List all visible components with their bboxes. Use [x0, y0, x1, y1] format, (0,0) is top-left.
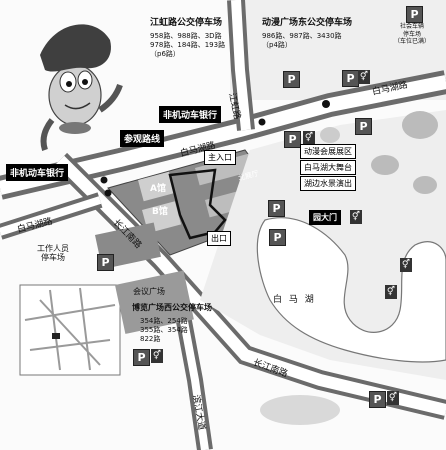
mascot-image — [40, 24, 123, 151]
parking-icon: P — [268, 200, 285, 217]
hall-b-label: B馆 — [152, 207, 168, 217]
toilet-icon: ⚥ — [400, 258, 412, 272]
lake-label: 白 马 湖 — [273, 295, 316, 305]
water-stage-label: 湖边水景演出 — [300, 176, 356, 191]
legend-caption: 社会车辆 停车场 （车位已满） — [394, 23, 431, 45]
gate-park-label: 园大门 — [309, 210, 341, 225]
stop-line: 958路、988路、3D路 — [150, 32, 222, 40]
dongman-stop-lines: 986路、987路、3430路 （p4路） — [262, 32, 342, 50]
parking-icon: P — [342, 70, 359, 87]
toilet-icon: ⚥ — [385, 285, 397, 299]
stop-line: 355路、354路 — [140, 325, 188, 334]
toilet-icon: ⚥ — [387, 391, 399, 405]
dongman-stop-title: 动漫广场东公交停车场 — [262, 18, 353, 28]
parking-icon: P — [283, 71, 300, 88]
traffic-light-icon — [258, 118, 266, 126]
toilet-icon: ⚥ — [358, 70, 370, 84]
parking-icon: P — [97, 254, 114, 271]
toilet-icon: ⚥ — [151, 349, 163, 363]
parking-icon: P — [355, 118, 372, 135]
expo-stop-lines: 354路、254路 355路、354路 822路 — [140, 317, 188, 343]
performance-area-label: 动漫会展展区 — [300, 144, 356, 159]
outdoor-stage-label: 白马湖大舞台 — [300, 160, 356, 175]
hall-a-label: A馆 — [150, 184, 166, 194]
stop-line: 822路 — [140, 334, 161, 343]
parking-icon: P — [133, 349, 150, 366]
staff-parking-label: 工作人员 停车场 — [37, 244, 69, 263]
entrance-label: 主入口 — [204, 150, 236, 165]
exit-label: 出口 — [207, 231, 231, 246]
bank-label-left: 非机动车银行 — [6, 164, 69, 181]
stop-line: 978路、184路、193路 — [150, 40, 226, 49]
tour-route-label: 参观路线 — [120, 130, 165, 147]
stop-line: （p4路） — [262, 40, 292, 49]
stop-line: 354路、254路 — [140, 317, 188, 325]
legend-parking-icon: P — [406, 6, 423, 23]
jianghong-stop-lines: 958路、988路、3D路 978路、184路、193路 （p6路） — [150, 32, 225, 58]
toilet-icon: ⚥ — [350, 210, 362, 224]
jianghong-stop-title: 江虹路公交停车场 — [150, 18, 223, 28]
toilet-icon: ⚥ — [303, 131, 315, 145]
parking-icon: P — [269, 229, 286, 246]
lake — [256, 217, 446, 363]
bank-label-top: 非机动车银行 — [159, 106, 222, 123]
stop-line: （p6路） — [150, 49, 180, 58]
parking-icon: P — [369, 391, 386, 408]
parking-icon: P — [284, 131, 301, 148]
square-name: 会议广场 — [133, 287, 165, 296]
expo-stop-title: 博览广场西公交停车场 — [132, 303, 212, 312]
stop-line: 986路、987路、3430路 — [262, 32, 342, 40]
